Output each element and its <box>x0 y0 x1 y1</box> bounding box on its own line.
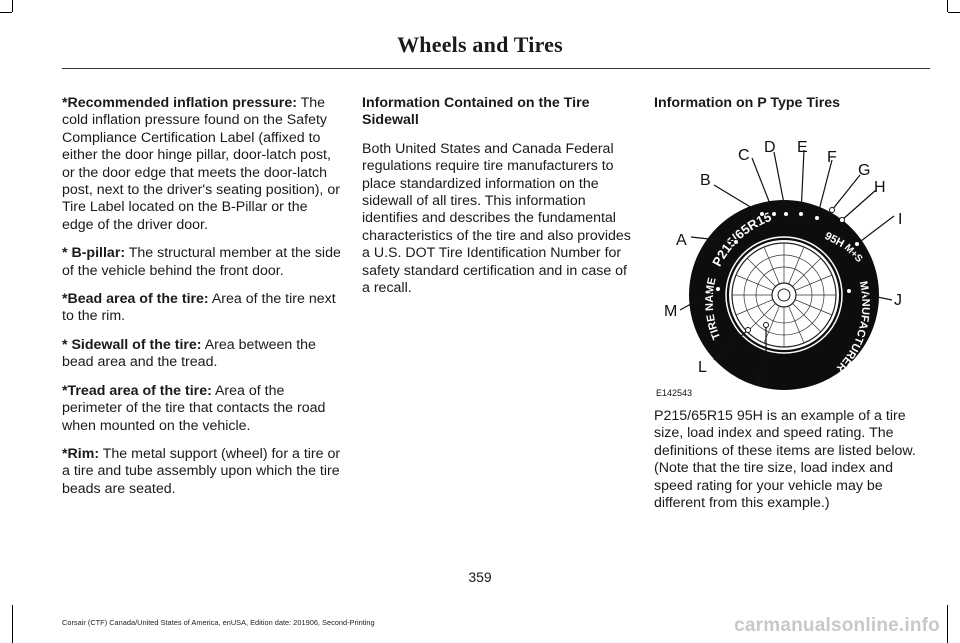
callout-i: I <box>898 211 902 228</box>
callout-dots <box>715 207 860 333</box>
hub-center <box>777 288 791 302</box>
callout-d: D <box>764 139 776 156</box>
term: *Recommended inflation pressure: <box>62 95 297 111</box>
definitions-column: *Recommended inflation pressure: The col… <box>62 95 342 509</box>
term: * B-pillar: <box>62 245 126 262</box>
crop-mark <box>947 0 948 12</box>
sidewall-inner-ring <box>725 236 843 354</box>
crop-mark <box>0 12 12 13</box>
definition-recommended-inflation-pressure: *Recommended inflation pressure: The col… <box>62 95 342 234</box>
page-title: Wheels and Tires <box>397 32 563 57</box>
callout-f: F <box>827 149 837 166</box>
hub <box>771 282 797 308</box>
crop-mark <box>947 605 948 643</box>
crop-mark <box>12 605 13 643</box>
term: *Rim: <box>62 445 100 462</box>
callout-m: M <box>664 303 677 320</box>
watermark: carmanualsonline.info <box>734 615 940 636</box>
definition-text: Area of the perimeter of the tire that c… <box>62 382 326 434</box>
callout-b: B <box>700 172 711 189</box>
callout-c: C <box>738 147 750 164</box>
definition-bead-area: *Bead area of the tire: Area of the tire… <box>62 291 342 326</box>
callout-a: A <box>676 232 687 249</box>
term: *Bead area of the tire: <box>62 291 209 308</box>
figure-id: E142543 <box>656 388 692 398</box>
term: *Tread area of the tire: <box>62 382 212 399</box>
callout-k: K <box>756 373 767 390</box>
callout-j: J <box>894 292 902 309</box>
definition-text: The structural member at the side of the… <box>62 245 341 279</box>
definition-rim: *Rim: The metal support (wheel) for a ti… <box>62 446 342 498</box>
definition-text: The metal support (wheel) for a tire or … <box>62 445 341 497</box>
section-body: Both United States and Canada Federal re… <box>362 140 631 297</box>
definition-sidewall: * Sidewall of the tire: Area between the… <box>62 337 342 372</box>
section-heading: Information on P Type Tires <box>654 95 841 111</box>
callout-leaders <box>679 149 895 372</box>
callout-h: H <box>874 179 886 196</box>
tire-size-example-text: P215/65R15 95H is an example of a tire s… <box>654 408 916 512</box>
definition-text: The cold inflation pressure found on the… <box>62 95 340 233</box>
callout-l: L <box>698 359 707 376</box>
definition-text: Area between the bead area and the tread… <box>62 336 316 371</box>
definition-b-pillar: * B-pillar: The structural member at the… <box>62 245 342 280</box>
definition-text: Area of the tire next to the rim. <box>62 291 336 325</box>
term: * Sidewall of the tire: <box>62 336 202 353</box>
crop-mark <box>948 12 960 13</box>
section-heading: Information Contained on the Tire Sidewa… <box>362 95 590 129</box>
callout-g: G <box>858 162 870 179</box>
definition-tread-area: *Tread area of the tire: Area of the per… <box>62 383 342 435</box>
edition-footer: Corsair (CTF) Canada/United States of Am… <box>62 618 375 627</box>
callout-e: E <box>797 139 808 156</box>
header-rule <box>62 68 930 69</box>
p-type-tires-column: Information on P Type Tires <box>654 95 932 123</box>
sidewall-info-column: Information Contained on the Tire Sidewa… <box>362 95 634 308</box>
crop-mark <box>12 0 13 12</box>
tire-sidewall-diagram: P215/65R15 TIRE NAME MANUFACTURER 95H M+… <box>656 139 902 398</box>
page-number: 359 <box>468 569 492 585</box>
